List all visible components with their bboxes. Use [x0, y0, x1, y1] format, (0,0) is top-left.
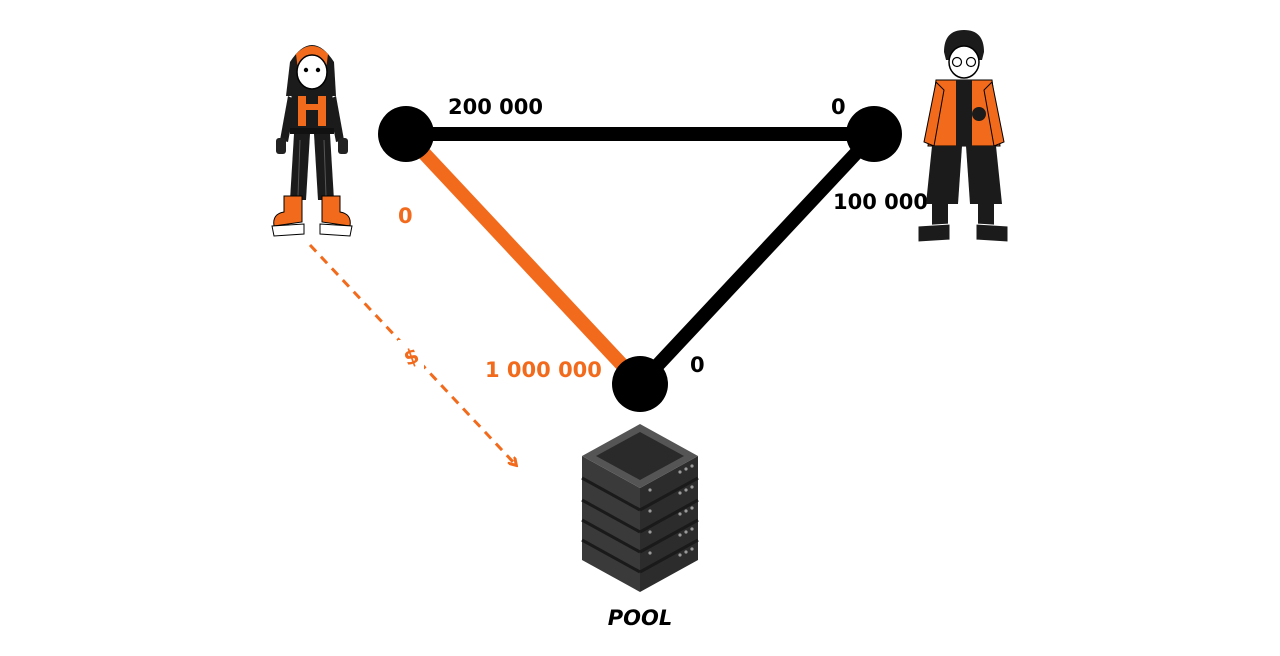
- pool-server-icon: [581, 424, 699, 592]
- channel-right-line: [634, 129, 880, 389]
- channel-left-line: [400, 129, 646, 389]
- node-left-user: [378, 106, 434, 162]
- right-user-balance: 100 000: [833, 190, 928, 214]
- left-user-character-icon: [271, 45, 353, 237]
- dollar-backdrop: [398, 340, 424, 370]
- left-user-balance: 0: [398, 204, 413, 228]
- left-pool-balance: 1 000 000: [485, 358, 602, 382]
- pool-label: POOL: [608, 606, 672, 630]
- right-user-character-icon: [917, 30, 1009, 243]
- right-pool-balance: 0: [690, 353, 705, 377]
- top-right-balance: 0: [831, 95, 846, 119]
- node-right-user: [846, 106, 902, 162]
- node-pool: [612, 356, 668, 412]
- top-left-balance: 200 000: [448, 95, 543, 119]
